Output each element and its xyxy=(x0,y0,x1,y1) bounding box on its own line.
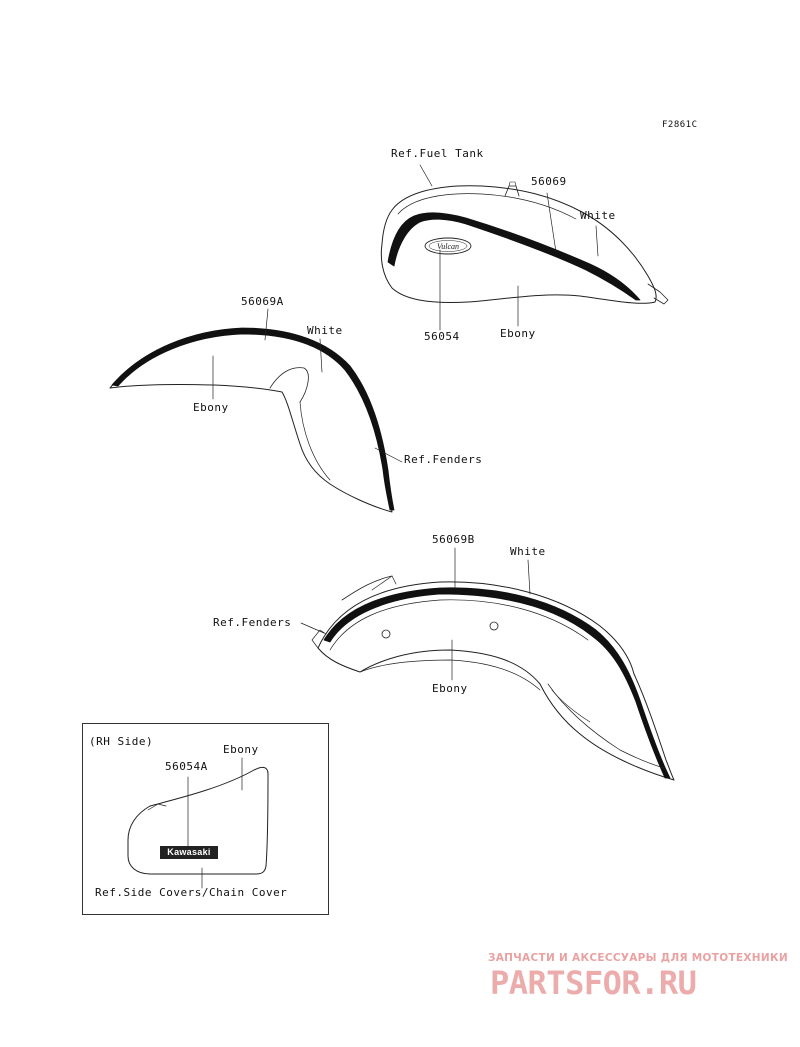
label-inset-title: (RH Side) xyxy=(89,735,154,748)
label-part-56069: 56069 xyxy=(531,175,567,188)
label-rear-white: White xyxy=(510,545,546,558)
front-fender-drawing xyxy=(109,308,403,513)
label-part-56054a: 56054A xyxy=(165,760,208,773)
label-part-56069a: 56069A xyxy=(241,295,284,308)
fuel-tank-drawing: Vulcan xyxy=(380,164,669,331)
tank-emblem-text: Vulcan xyxy=(437,242,459,251)
tank-emblem xyxy=(424,237,472,255)
label-tank-white: White xyxy=(580,209,616,222)
label-rear-ebony: Ebony xyxy=(432,682,468,695)
label-part-56054: 56054 xyxy=(424,330,460,343)
rear-fender-drawing xyxy=(300,547,675,781)
watermark-logo: PARTSFOR.RU xyxy=(490,964,697,1002)
figure-code: F2861C xyxy=(662,120,698,130)
label-front-white: White xyxy=(307,324,343,337)
label-inset-ebony: Ebony xyxy=(223,743,259,756)
label-tank-ebony: Ebony xyxy=(500,327,536,340)
label-front-ref-fenders: Ref.Fenders xyxy=(404,453,483,466)
side-cover-badge: Kawasaki xyxy=(160,846,218,859)
label-front-ebony: Ebony xyxy=(193,401,229,414)
side-cover-drawing xyxy=(127,757,269,889)
label-part-56069b: 56069B xyxy=(432,533,475,546)
watermark-tagline: ЗАПЧАСТИ И АКСЕССУАРЫ ДЛЯ МОТОТЕХНИКИ xyxy=(488,952,788,964)
label-ref-fuel-tank: Ref.Fuel Tank xyxy=(391,147,484,160)
label-rear-ref-fenders: Ref.Fenders xyxy=(213,616,292,629)
label-inset-ref: Ref.Side Covers/Chain Cover xyxy=(95,886,288,899)
inset-box xyxy=(82,723,329,915)
